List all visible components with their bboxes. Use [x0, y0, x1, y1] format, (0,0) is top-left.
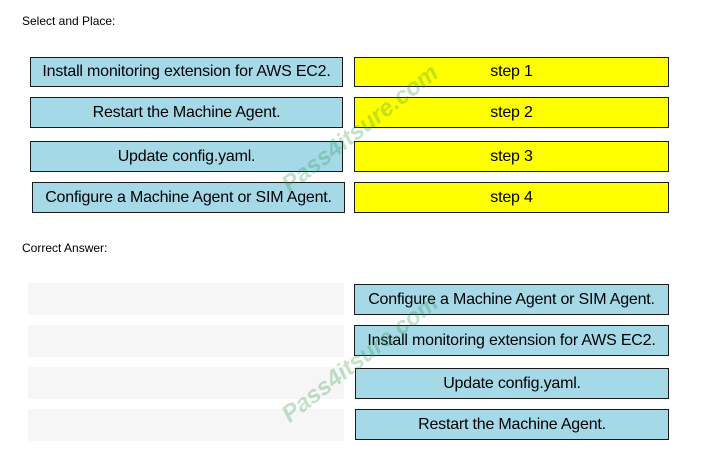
drag-item-restart-machine-agent[interactable]: Restart the Machine Agent. — [30, 97, 343, 128]
drop-slot-step-4[interactable]: step 4 — [354, 182, 669, 213]
empty-source-slot — [28, 325, 344, 357]
drag-item-configure-machine-agent[interactable]: Configure a Machine Agent or SIM Agent. — [32, 182, 345, 213]
drop-slot-step-3[interactable]: step 3 — [354, 141, 669, 172]
empty-source-slot — [28, 367, 344, 399]
answer-step-3: Update config.yaml. — [355, 368, 669, 399]
drop-slot-step-1[interactable]: step 1 — [354, 57, 669, 87]
drag-item-update-config-yaml[interactable]: Update config.yaml. — [30, 141, 343, 172]
drag-item-install-monitoring-extension[interactable]: Install monitoring extension for AWS EC2… — [30, 57, 343, 87]
correct-answer-heading: Correct Answer: — [22, 241, 108, 255]
answer-step-2: Install monitoring extension for AWS EC2… — [354, 325, 669, 356]
empty-source-slot — [28, 283, 344, 315]
empty-source-slot — [28, 409, 344, 441]
answer-step-4: Restart the Machine Agent. — [355, 409, 669, 440]
drop-slot-step-2[interactable]: step 2 — [354, 97, 669, 128]
answer-step-1: Configure a Machine Agent or SIM Agent. — [354, 284, 669, 315]
select-and-place-heading: Select and Place: — [22, 14, 116, 28]
